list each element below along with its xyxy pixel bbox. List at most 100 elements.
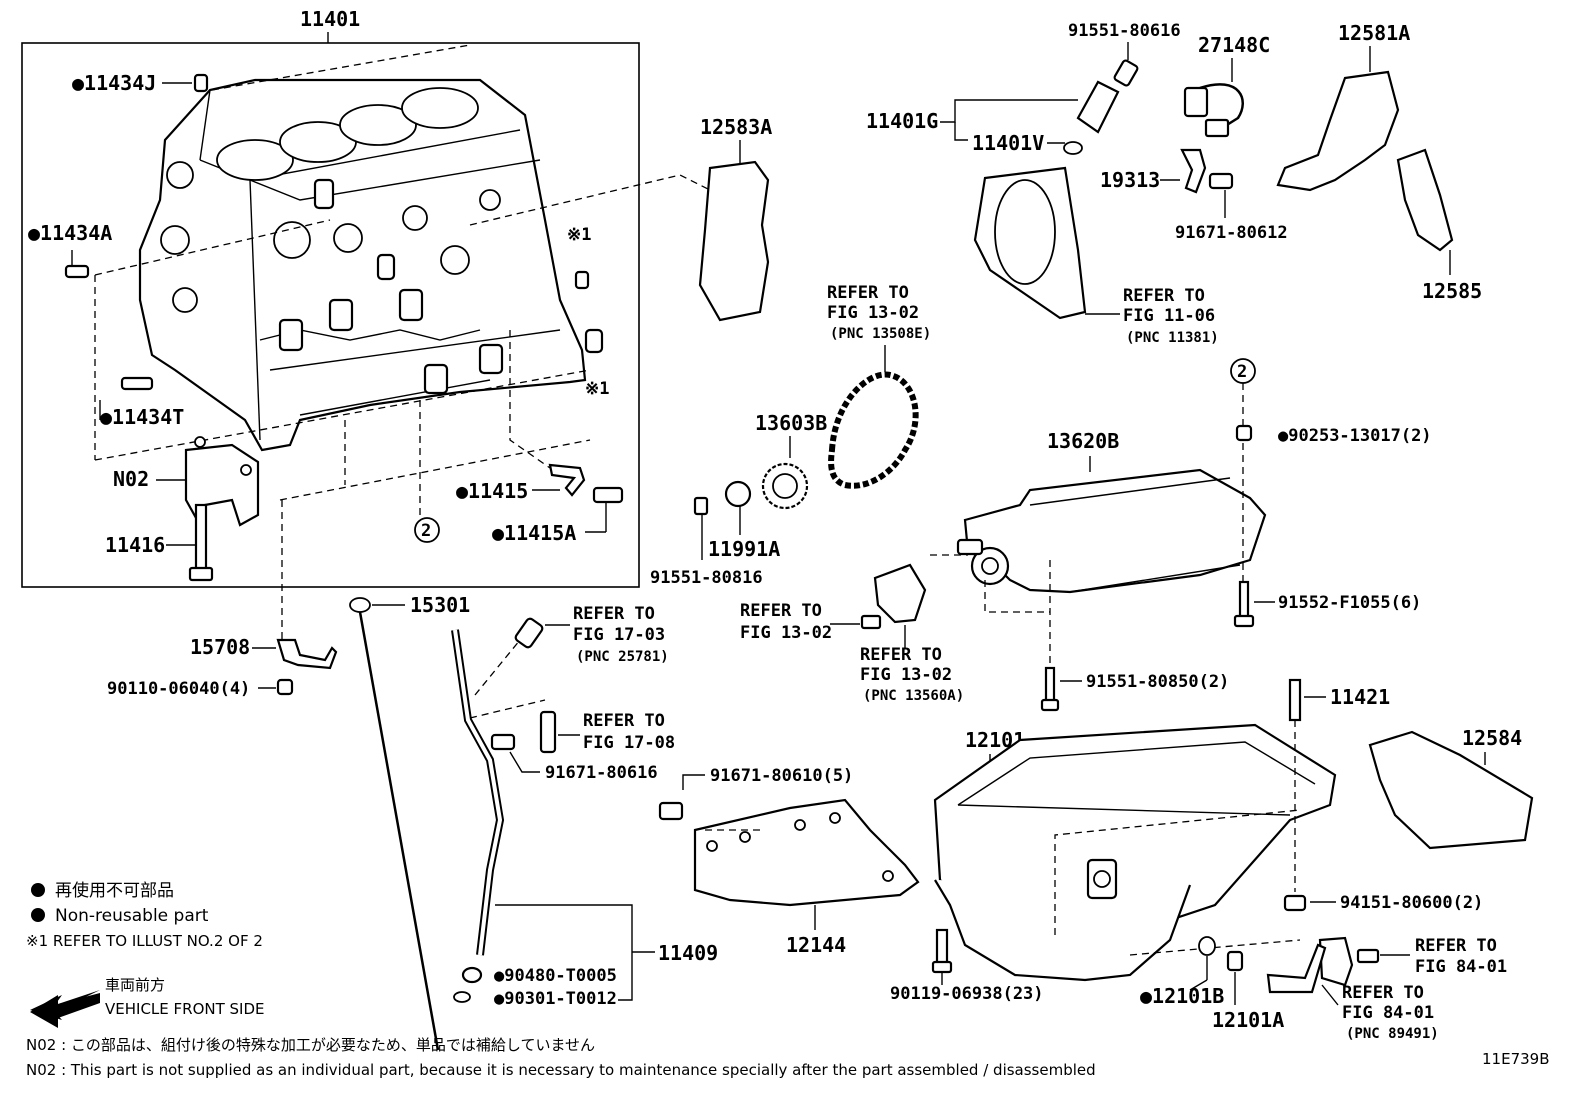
label-11415A: ●11415A [492,521,576,545]
ref-fig-13-02b-line2: FIG 13-02 [740,623,832,643]
oil-jet-11415 [548,463,586,497]
ref-fig-17-08-line1: REFER TO [583,711,665,731]
label-90110-06040: 90110-06040(4) [107,679,250,699]
bolt-11416 [188,503,214,582]
label-12101B: ●12101B [1140,984,1224,1008]
bracket-19313 [1180,148,1207,194]
insulator-12581A [1276,70,1400,192]
chain-tensioner [873,563,927,624]
legend-refer-illust: ※1 REFER TO ILLUST NO.2 OF 2 [26,932,263,950]
oil-nozzle-15708 [276,638,338,670]
label-11415: ●11415 [456,479,528,503]
legend-nonreusable-en: Non-reusable part [55,906,209,926]
ref-fig-17-03-line1: REFER TO [573,604,655,624]
bolt-91671-80616 [490,733,516,751]
insulator-12585 [1396,148,1454,252]
bolt-11415A [592,486,624,504]
ref-fig-84-01a-line2: FIG 84-01 [1415,957,1507,977]
cover-12583A [698,160,770,322]
legend-nonreusable-jp: 再使用不可部品 [55,880,174,901]
ref-fig-13-02c-line1: REFER TO [860,645,942,665]
label-94151-80600: 94151-80600(2) [1340,893,1483,913]
label-15301: 15301 [410,593,470,617]
legend-front-en: VEHICLE FRONT SIDE [105,1000,265,1018]
ref-fig-17-03-line2: FIG 17-03 [573,625,665,645]
label-11401G: 11401G [866,109,938,133]
footnote-n02-en: N02 : This part is not supplied as an in… [26,1061,1096,1079]
bolt-91551-80816 [693,496,709,516]
label-11434T: ●11434T [100,405,184,429]
ref-fig-84-01b-line2: FIG 84-01 [1342,1003,1434,1023]
legend-front-jp: 車両前方 [105,976,165,994]
label-91671-80616: 91671-80616 [545,763,658,783]
label-90119-06938: 90119-06938(23) [890,984,1044,1004]
footnote-n02-jp: N02 : この部品は、組付け後の特殊な加工が必要なため、単品では補給していませ… [26,1036,595,1054]
timing-chain [828,371,919,489]
label-91671-80610: 91671-80610(5) [710,766,853,786]
ref-fig-84-01b-line3: (PNC 89491) [1346,1026,1439,1042]
label-11409: 11409 [658,941,718,965]
label-91551-80816: 91551-80816 [650,568,763,588]
bolt-91551-80616 [1113,59,1139,87]
ref-fig-13-02-line3: (PNC 13508E) [830,326,931,342]
oil-level-sensor [1318,936,1354,987]
bolt-91671-80610 [658,801,684,821]
plate-11991A [724,480,752,508]
label-19313: 19313 [1100,168,1160,192]
label-13603B: 13603B [755,411,827,435]
label-90480-T0005: ●90480-T0005 [494,966,617,986]
label-90253-13017: ●90253-13017(2) [1278,426,1432,446]
label-91671-80612: 91671-80612 [1175,223,1288,243]
block-group-frame [21,42,640,588]
label-12583A: 12583A [700,115,772,139]
label-N02: N02 [113,467,149,491]
ref-fig-13-02b-line1: REFER TO [740,601,822,621]
ref-mark-1a: ※1 [567,225,591,245]
gasket-12101B [1198,936,1216,956]
label-12585: 12585 [1422,279,1482,303]
label-91552-F1055: 91552-F1055(6) [1278,593,1421,613]
label-27148C: 27148C [1198,33,1270,57]
baffle-plate-12144 [693,798,920,907]
bolt-90119-06938 [931,928,953,974]
label-12144: 12144 [786,933,846,957]
bolt-91552-F1055 [1233,580,1255,628]
ref-fig-17-08-line2: FIG 17-08 [583,733,675,753]
label-11401: 11401 [300,7,360,31]
bolt-91551-80850 [1040,666,1060,712]
figure-id: 11E739B [1482,1050,1550,1068]
pin-90253-13017 [1235,424,1253,442]
drain-plug-12101A [1226,950,1244,972]
label-91551-80850: 91551-80850(2) [1086,672,1229,692]
ref-fig-17-03-line3: (PNC 25781) [576,649,669,665]
label-11434J: ●11434J [72,71,156,95]
sensor-bracket [1266,943,1327,994]
bolt-91671-80612 [1208,172,1234,190]
label-11416: 11416 [105,533,165,557]
label-11991A: 11991A [708,537,780,561]
straight-pin-11434A [64,264,90,279]
stud-11421 [1288,678,1302,722]
ref-fig-13-02c-line2: FIG 13-02 [860,665,952,685]
ref-fig-13-02-line2: FIG 13-02 [827,303,919,323]
label-12584: 12584 [1462,726,1522,750]
bolt-94151-80600 [1283,894,1307,912]
ref-fig-84-01b-line1: REFER TO [1342,983,1424,1003]
label-11421: 11421 [1330,685,1390,709]
ref-fig-11-06-line3: (PNC 11381) [1126,330,1219,346]
label-12101A: 12101A [1212,1008,1284,1032]
label-15708: 15708 [190,635,250,659]
insulator-12584 [1368,730,1534,850]
ref-fig-13-02c-line3: (PNC 13560A) [863,688,964,704]
bolt-90110-06040 [276,678,294,696]
cylinder-block-drawing [138,78,587,452]
ref-fig-13-02-line1: REFER TO [827,283,909,303]
ref-fig-84-01a-line1: REFER TO [1415,936,1497,956]
straight-pin-11434J [193,73,209,93]
straight-pin-11434T [120,376,154,391]
ref-mark-1b: ※1 [585,379,609,399]
callout-circle-2b: 2 [1237,362,1247,382]
label-13620B: 13620B [1047,429,1119,453]
ref-fig-11-06-line1: REFER TO [1123,286,1205,306]
